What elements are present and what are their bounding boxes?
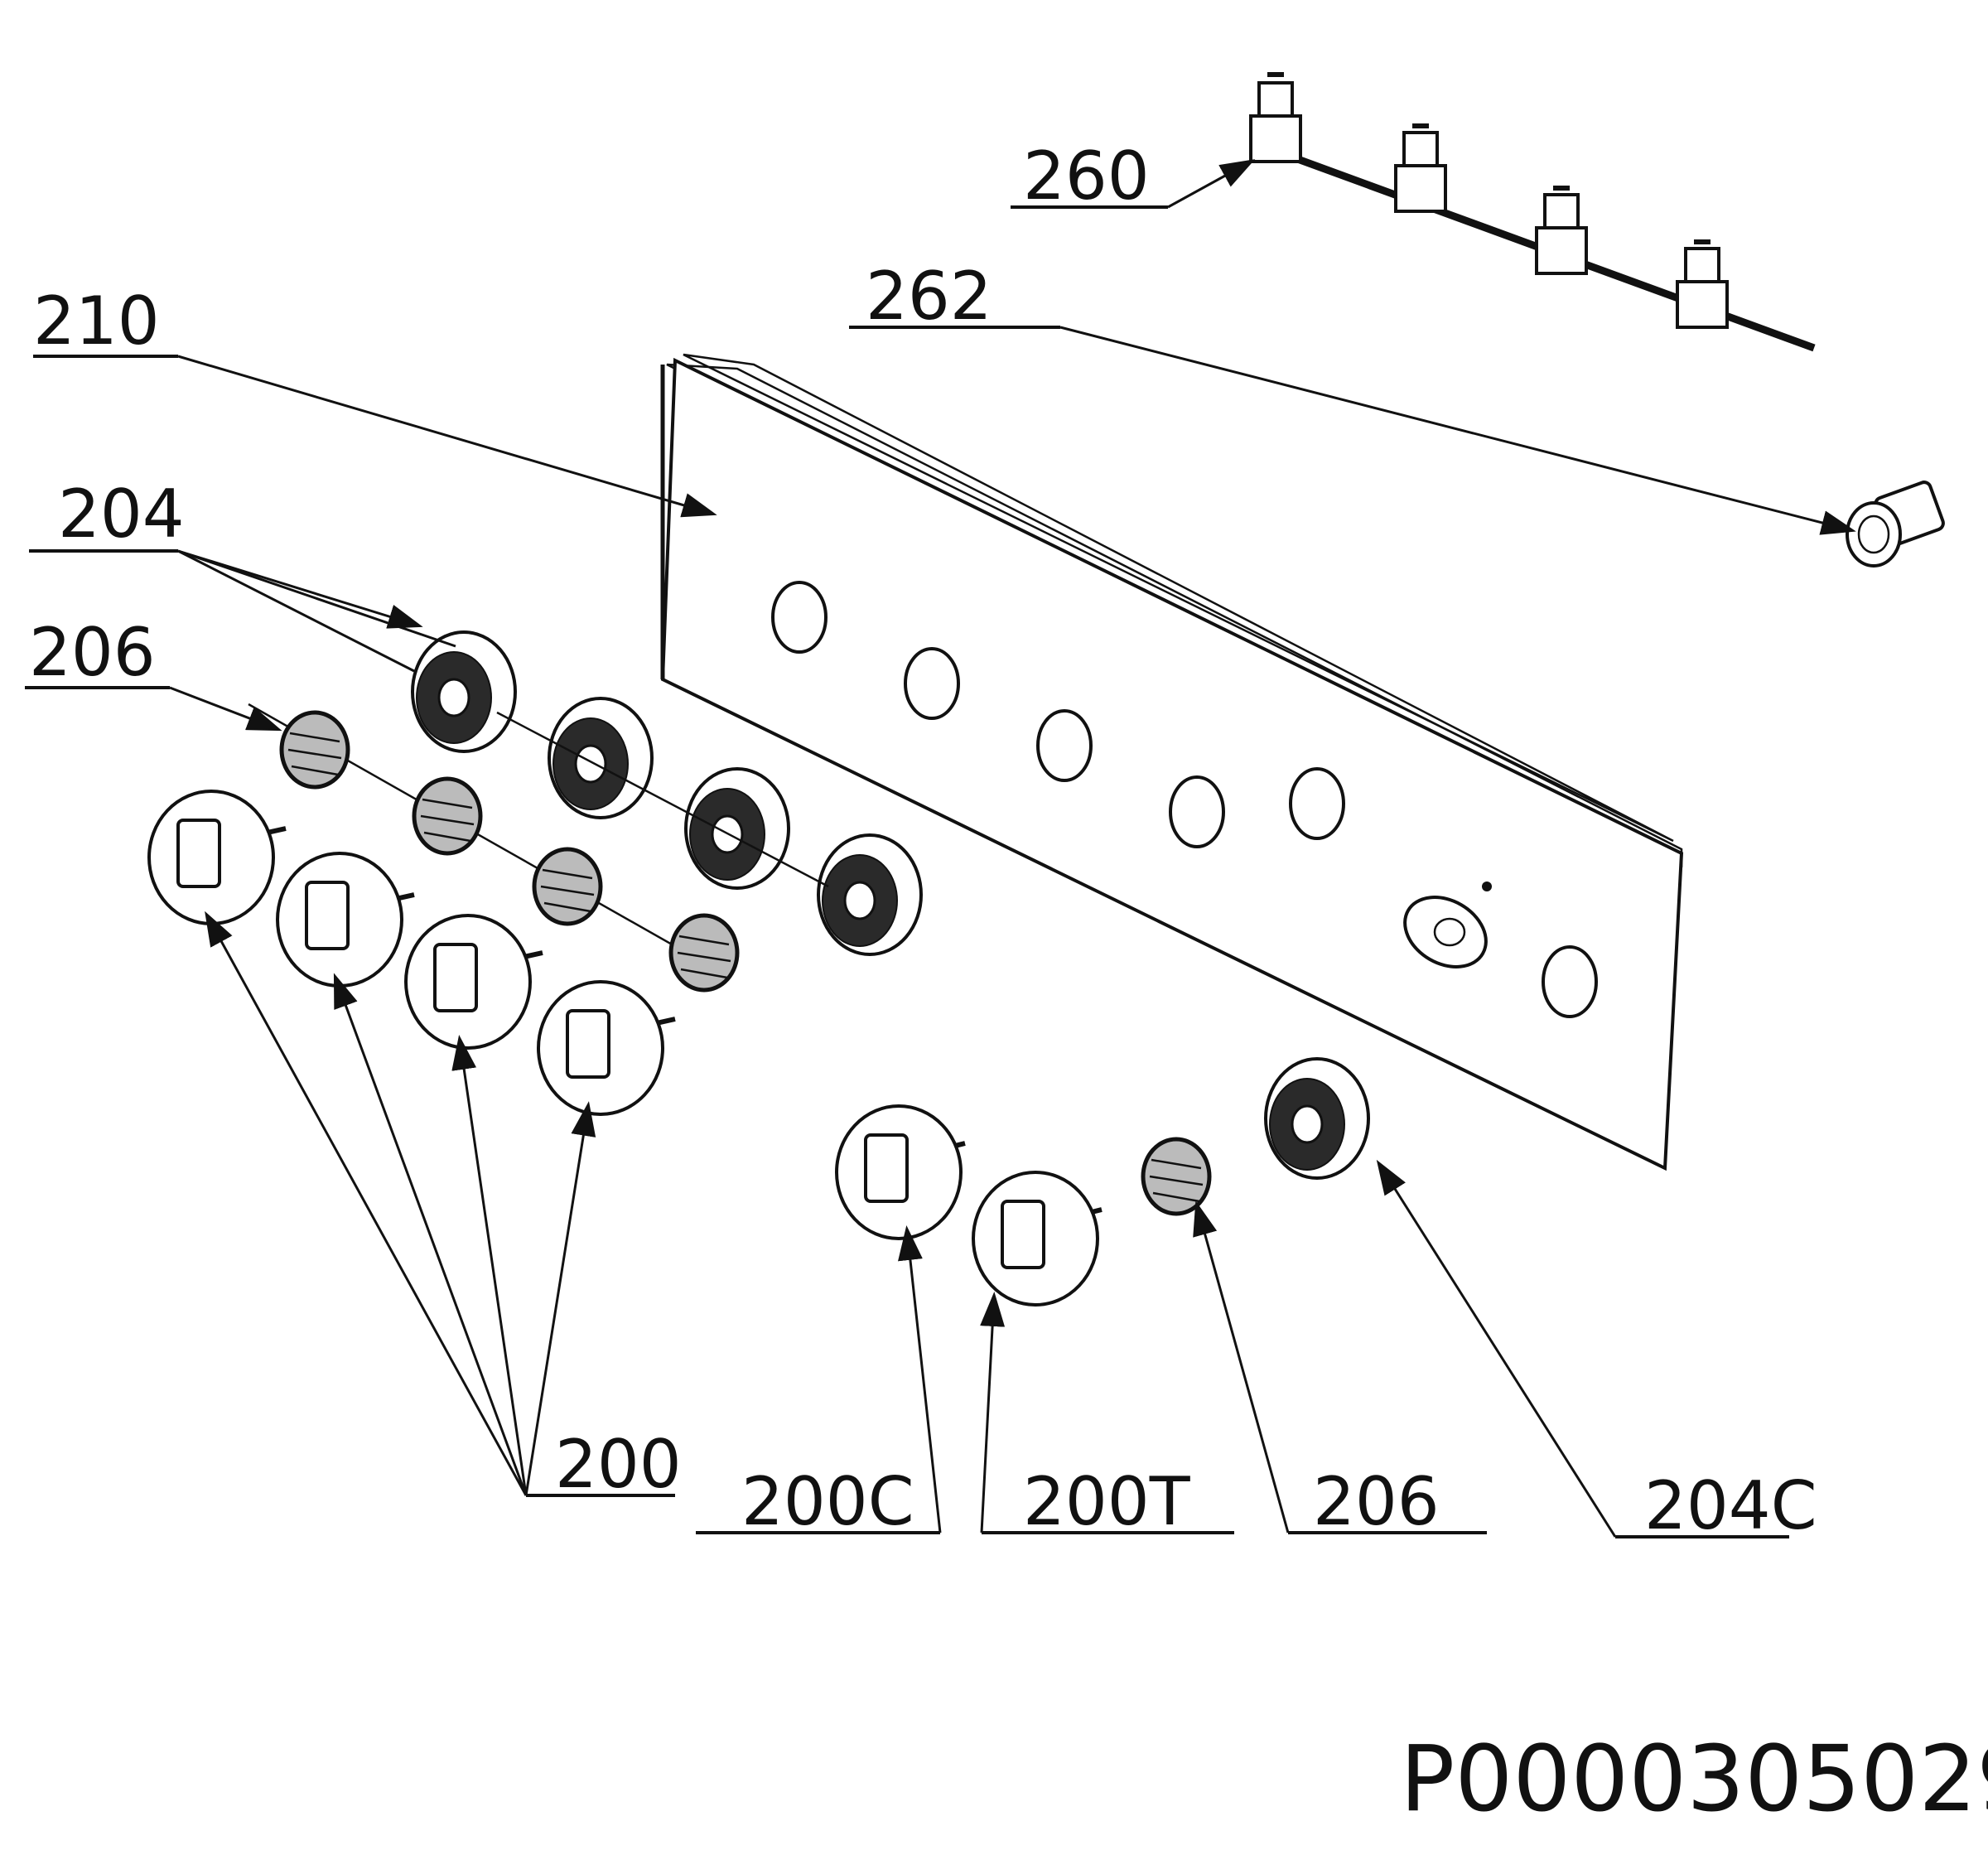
knob-4 [537,980,676,1116]
label-200: 200 [555,1426,682,1503]
knob-1 [147,790,287,925]
switch-block-2 [1394,123,1447,213]
label-200c: 200C [741,1463,914,1540]
label-260: 260 [1023,138,1150,215]
spring-2 [412,776,483,856]
spring-5 [1141,1137,1212,1216]
spring-1 [279,710,350,790]
switch-block-4 [1676,239,1729,329]
label-204c: 204C [1644,1467,1817,1544]
panel-holes [771,581,1598,1018]
part-260-switch-strip [1249,72,1816,352]
part-200t-knob [972,1171,1103,1307]
part-200c-knob [835,1104,966,1240]
label-204: 204 [58,476,185,553]
part-204-bezels [411,630,923,956]
bezel-1 [411,630,517,753]
part-200-knobs [147,790,676,1116]
spring-4 [668,913,740,993]
switch-block-3 [1535,186,1588,275]
leader-lines [25,159,1856,1538]
part-210-control-panel [660,353,1684,1171]
bezel-2 [548,697,654,819]
callout-labels: 260 262 210 204 206 200 200C 200T 206 20… [29,138,1817,1544]
label-262: 262 [866,258,992,335]
part-262-push-switch [1846,481,1945,568]
bezel-3 [684,767,790,890]
knob-2 [276,852,415,988]
knob-3 [404,914,543,1050]
label-206: 206 [29,614,156,691]
label-210: 210 [33,283,160,360]
label-200t: 200T [1023,1463,1191,1540]
label-206-lower: 206 [1313,1463,1440,1540]
part-204c-bezel [1264,1057,1370,1180]
bezel-4 [817,833,923,956]
spring-3 [532,847,603,926]
drawing-code: P00003050291 [1400,1726,1988,1832]
switch-block-1 [1249,72,1302,163]
part-206-springs [248,703,1212,1216]
